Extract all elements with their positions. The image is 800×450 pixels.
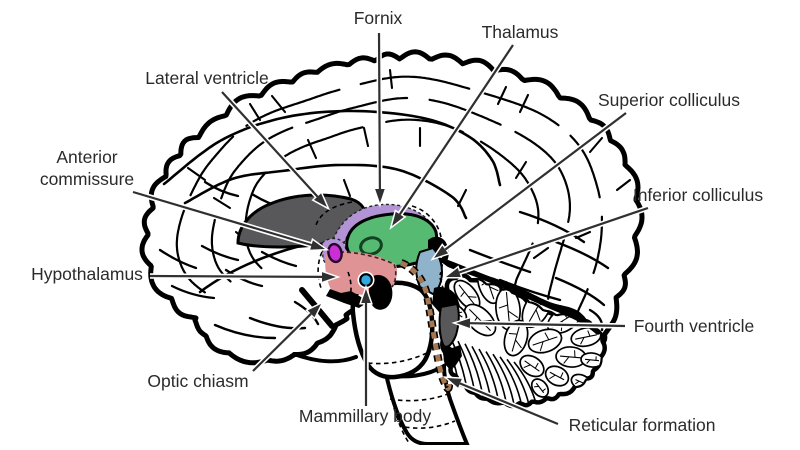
svg-text:Optic chiasm: Optic chiasm	[147, 371, 248, 391]
svg-text:Inferior colliculus: Inferior colliculus	[633, 185, 764, 205]
svg-text:Anterior: Anterior	[56, 147, 117, 167]
svg-text:Mammillary body: Mammillary body	[299, 406, 431, 426]
svg-text:Thalamus: Thalamus	[482, 22, 559, 42]
svg-text:commissure: commissure	[40, 169, 134, 189]
svg-text:Lateral ventricle: Lateral ventricle	[145, 68, 269, 88]
svg-text:Reticular formation: Reticular formation	[569, 415, 716, 435]
svg-text:Fornix: Fornix	[354, 8, 403, 28]
svg-text:Superior colliculus: Superior colliculus	[598, 90, 740, 110]
svg-text:Hypothalamus: Hypothalamus	[31, 264, 143, 284]
svg-text:Fourth ventricle: Fourth ventricle	[634, 316, 755, 336]
